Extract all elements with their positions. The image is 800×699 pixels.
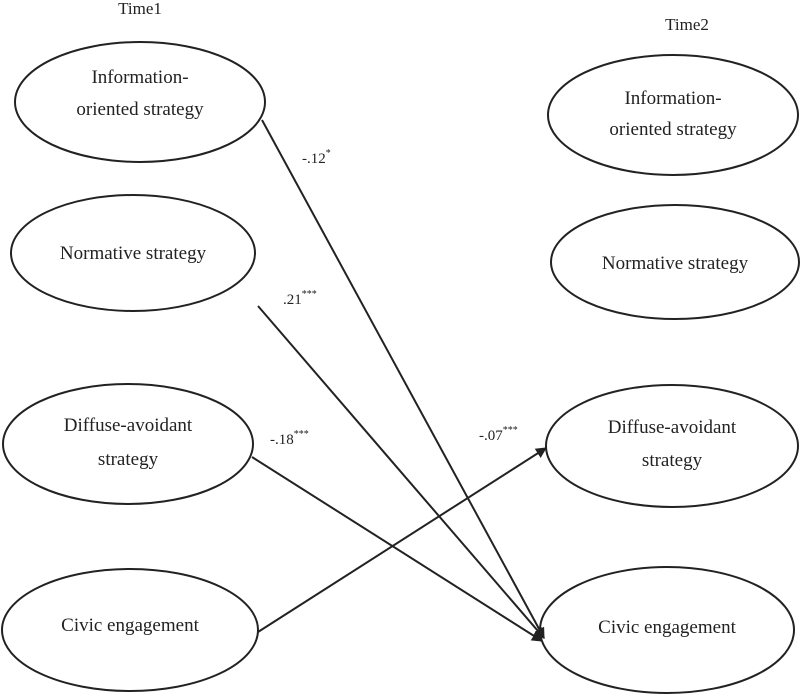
svg-text:Civic engagement: Civic engagement bbox=[61, 615, 199, 636]
svg-text:Information-: Information- bbox=[624, 88, 721, 109]
time2-node-normative: Normative strategy bbox=[550, 204, 800, 320]
svg-text:strategy: strategy bbox=[98, 449, 159, 470]
time1-node-diffuse: Diffuse-avoidant strategy bbox=[2, 383, 254, 505]
path-arrow-t1-diffuse-to-t2-civic bbox=[251, 456, 543, 642]
path-arrows bbox=[251, 119, 547, 642]
time1-node-information: Information- oriented strategy bbox=[14, 41, 266, 163]
svg-text:Normative strategy: Normative strategy bbox=[602, 253, 749, 274]
time2-node-civic: Civic engagement bbox=[539, 566, 795, 694]
time2-node-information: Information- oriented strategy bbox=[547, 54, 799, 176]
time2-node-diffuse: Diffuse-avoidant strategy bbox=[545, 384, 799, 508]
svg-text:Diffuse-avoidant: Diffuse-avoidant bbox=[64, 415, 193, 436]
path-coef-diffuse-to-civic: -.18*** bbox=[270, 429, 309, 448]
svg-text:strategy: strategy bbox=[642, 450, 703, 471]
path-coef-normative-to-civic: .21*** bbox=[283, 289, 317, 308]
time2-label: Time2 bbox=[665, 15, 709, 34]
svg-text:oriented strategy: oriented strategy bbox=[609, 119, 737, 140]
svg-text:Information-: Information- bbox=[91, 67, 188, 88]
path-coef-information-to-civic: -.12* bbox=[302, 148, 331, 167]
svg-text:Diffuse-avoidant: Diffuse-avoidant bbox=[608, 417, 737, 438]
time1-label: Time1 bbox=[118, 0, 162, 18]
path-arrow-t1-civic-to-t2-diffuse bbox=[257, 447, 547, 633]
path-arrow-t1-information-to-t2-civic bbox=[261, 119, 545, 639]
svg-text:Normative strategy: Normative strategy bbox=[60, 243, 207, 264]
time1-node-civic: Civic engagement bbox=[1, 568, 259, 692]
time1-node-normative: Normative strategy bbox=[10, 194, 256, 312]
svg-text:oriented strategy: oriented strategy bbox=[76, 99, 204, 120]
path-coef-civic-to-diffuse: -.07*** bbox=[479, 425, 518, 444]
path-arrow-t1-normative-to-t2-civic bbox=[257, 305, 545, 639]
svg-text:Civic engagement: Civic engagement bbox=[598, 617, 736, 638]
